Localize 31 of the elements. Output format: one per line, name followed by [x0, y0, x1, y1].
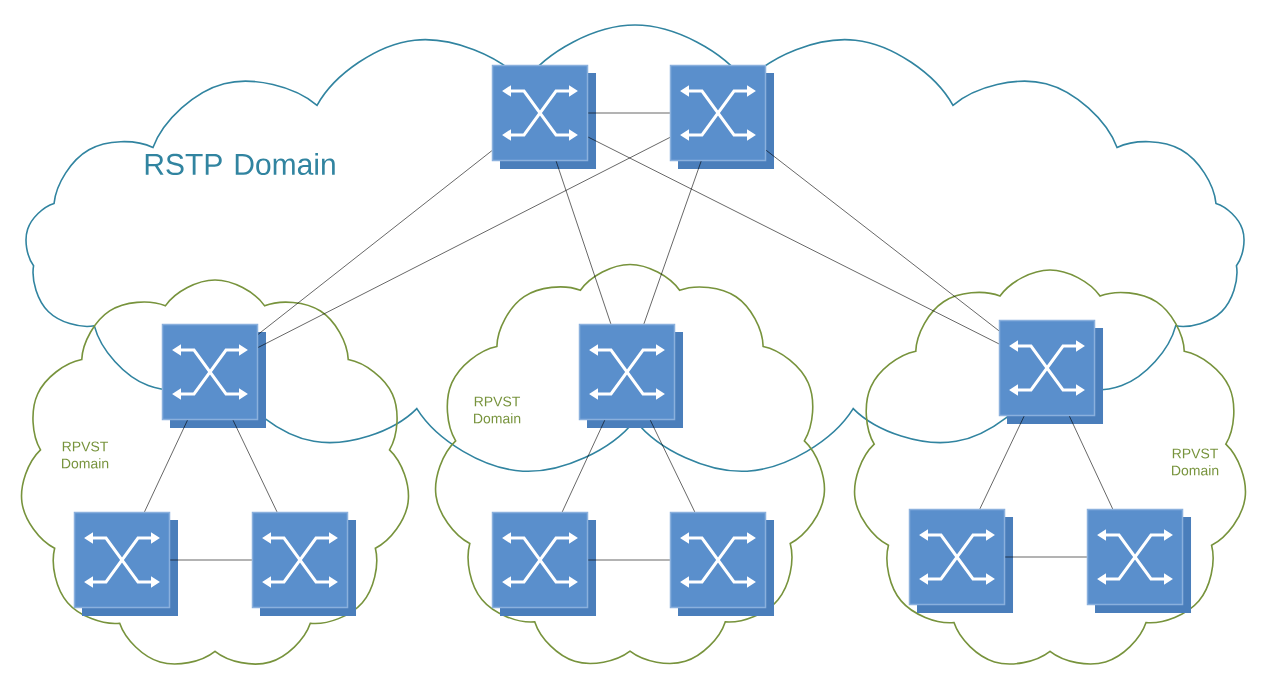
switch-icon	[491, 64, 596, 169]
link-line	[643, 160, 702, 325]
switch-icon	[669, 511, 774, 616]
link-line	[1069, 415, 1113, 510]
link-line	[587, 112, 671, 114]
domain-label: RPVST Domain	[1172, 448, 1219, 476]
link-line	[169, 559, 253, 561]
link-line	[562, 419, 605, 513]
switch-icon	[669, 64, 774, 169]
switch-icon	[908, 508, 1013, 613]
link-line	[979, 415, 1025, 510]
domain-label: RSTP Domain	[145, 153, 335, 175]
domain-label: RPVST Domain	[474, 396, 521, 424]
link-line	[765, 150, 1000, 331]
link-line	[144, 419, 188, 513]
switch-icon	[161, 323, 266, 428]
switch-icon	[1086, 508, 1191, 613]
link-line	[257, 150, 493, 335]
switch-icon	[73, 511, 178, 616]
switch-icon	[251, 511, 356, 616]
link-line	[257, 137, 671, 348]
link-line	[1004, 556, 1088, 558]
link-line	[555, 160, 612, 325]
domain-label: RPVST Domain	[62, 441, 109, 469]
switch-icon	[998, 319, 1103, 424]
link-line	[587, 559, 671, 561]
link-line	[650, 419, 695, 513]
switch-icon	[578, 323, 683, 428]
link-line	[232, 419, 278, 513]
switch-icon	[491, 511, 596, 616]
link-line	[587, 136, 1000, 345]
